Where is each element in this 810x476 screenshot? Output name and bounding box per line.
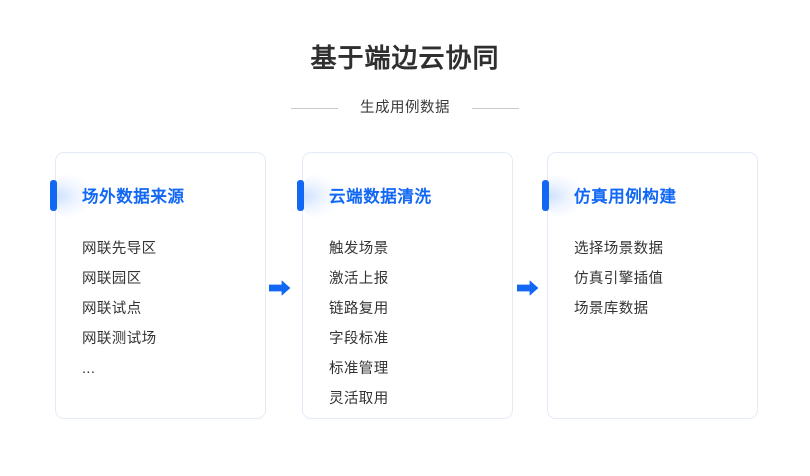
list-item: 字段标准 — [329, 331, 389, 347]
subtitle-divider-right — [472, 107, 519, 109]
list-item: 网联园区 — [82, 271, 142, 287]
list-item: 仿真引擎插值 — [574, 271, 664, 287]
list-item: 激活上报 — [329, 271, 389, 287]
flow-card-2[interactable]: 云端数据清洗 触发场景 激活上报 链路复用 字段标准 标准管理 灵活取用 — [297, 152, 513, 419]
list-item: 网联试点 — [82, 301, 142, 317]
list-item: ... — [82, 361, 96, 377]
arrow-right-icon — [517, 279, 539, 297]
accent-bar-icon — [542, 180, 549, 211]
subtitle-row: 生成用例数据 — [0, 97, 810, 119]
flow-card-title: 仿真用例构建 — [574, 188, 677, 206]
list-item: 网联测试场 — [82, 331, 157, 347]
list-item: 选择场景数据 — [574, 241, 664, 257]
list-item: 场景库数据 — [574, 301, 649, 317]
flow-card-title: 场外数据来源 — [82, 188, 185, 206]
list-item: 网联先导区 — [82, 241, 157, 257]
list-item: 灵活取用 — [329, 391, 389, 407]
flow-card-title: 云端数据清洗 — [329, 188, 432, 206]
arrow-right-icon — [269, 279, 291, 297]
page-title: 基于端边云协同 — [310, 43, 500, 73]
flow-card-1[interactable]: 场外数据来源 网联先导区 网联园区 网联试点 网联测试场 ... — [50, 152, 266, 419]
list-item: 触发场景 — [329, 241, 389, 257]
flow-card-3[interactable]: 仿真用例构建 选择场景数据 仿真引擎插值 场景库数据 — [542, 152, 758, 419]
subtitle-divider-left — [291, 107, 338, 109]
flow-card-item-list: 触发场景 激活上报 链路复用 字段标准 标准管理 灵活取用 — [329, 234, 500, 414]
accent-bar-icon — [50, 180, 57, 211]
list-item: 标准管理 — [329, 361, 389, 377]
subtitle-text: 生成用例数据 — [360, 100, 450, 116]
list-item: 链路复用 — [329, 301, 389, 317]
flow-card-item-list: 网联先导区 网联园区 网联试点 网联测试场 ... — [82, 234, 253, 384]
flow-card-item-list: 选择场景数据 仿真引擎插值 场景库数据 — [574, 234, 745, 324]
accent-bar-icon — [297, 180, 304, 211]
